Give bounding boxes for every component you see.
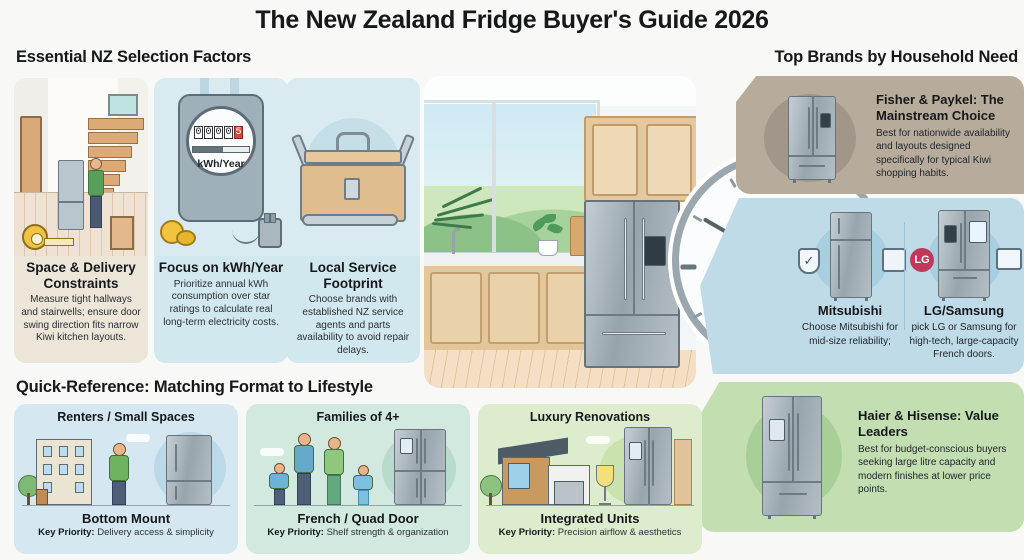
factor-card-space-delivery: Space & Delivery Constraints Measure tig…	[14, 78, 148, 363]
qr-key-label: Key Priority:	[38, 527, 95, 539]
factor-body: Choose brands with established NZ servic…	[296, 294, 410, 357]
shield-check-icon: ✓	[798, 248, 820, 274]
toolbox-illustration	[286, 78, 420, 256]
brand-panel-mitsubishi-lg-samsung: ✓ Mitsubishi Choose Mitsubishi for mid-s…	[700, 198, 1024, 374]
smart-french-door-fridge-icon	[938, 210, 990, 301]
section-heading-selection-factors: Essential NZ Selection Factors	[16, 48, 252, 66]
child-icon	[268, 463, 290, 505]
section-heading-top-brands: Top Brands by Household Need	[774, 48, 1019, 66]
lg-logo-icon: LG	[910, 248, 934, 272]
hallway-delivery-illustration	[14, 78, 148, 256]
apartment-building-icon	[36, 439, 92, 505]
smart-screen-icon	[996, 248, 1022, 270]
quick-reference-card-luxury: Luxury Renovations Integrated Units	[478, 404, 702, 554]
value-french-door-fridge-icon	[762, 396, 822, 519]
factor-body: Prioritize annual kWh consumption over s…	[163, 278, 279, 328]
qr-key-value: Delivery access & simplicity	[97, 527, 214, 539]
renter-person-icon	[106, 443, 132, 505]
qr-key-priority: Key Priority: Delivery access & simplici…	[14, 526, 238, 538]
fridge-icon	[58, 160, 84, 230]
brand-body: pick LG or Samsung for high-tech, large-…	[909, 322, 1019, 361]
mother-icon	[320, 437, 348, 505]
qr-key-label: Key Priority:	[498, 527, 556, 539]
family-illustration	[246, 426, 470, 512]
delivery-person-icon	[88, 158, 104, 230]
page-title: The New Zealand Fridge Buyer's Guide 202…	[255, 6, 769, 34]
nz-kitchen-illustration	[424, 76, 696, 388]
brand-title: LG/Samsung	[923, 303, 1005, 318]
qr-format: French / Quad Door	[297, 511, 419, 526]
tape-measure-icon	[22, 224, 74, 250]
factor-title: Space & Delivery Constraints	[26, 260, 136, 291]
spanner-icon	[302, 214, 398, 226]
qr-head: Renters / Small Spaces	[57, 410, 195, 424]
qr-key-value: Precision airflow & aesthetics	[557, 527, 682, 539]
brand-body: Choose Mitsubishi for mid-size reliabili…	[801, 322, 899, 347]
modern-house-icon	[498, 437, 590, 505]
quiet-operation-icon	[882, 248, 906, 272]
factor-title: Local Service Footprint	[309, 260, 397, 291]
brand-title: Mitsubishi	[817, 303, 883, 318]
brand-title: Fisher & Paykel: The Mainstream Choice	[876, 92, 1004, 123]
coins-icon	[160, 220, 196, 250]
section-heading-quick-reference: Quick-Reference: Matching Format to Life…	[16, 378, 373, 396]
qr-key-priority: Key Priority: Precision airflow & aesthe…	[478, 526, 702, 538]
quick-reference-card-renters: Renters / Small Spaces Botto	[14, 404, 238, 554]
brand-body: Best for nationwide availability and lay…	[876, 127, 1010, 179]
champagne-glass-icon	[596, 465, 614, 505]
bottom-mount-fridge-icon	[166, 435, 212, 505]
qr-head: Families of 4+	[316, 410, 400, 424]
potted-plant-icon	[530, 212, 564, 256]
qr-head: Luxury Renovations	[529, 410, 651, 424]
qr-key-value: Shelf strength & organization	[326, 527, 449, 539]
child-icon	[352, 465, 374, 505]
faucet-icon	[452, 228, 460, 254]
factor-title: Focus on kWh/Year	[158, 260, 284, 275]
power-plug-icon	[258, 213, 282, 248]
wood-panel-icon	[674, 439, 692, 505]
brand-panel-haier-hisense: Haier & Hisense: Value Leaders Best for …	[700, 382, 1024, 532]
apartment-renter-illustration	[14, 426, 238, 512]
brand-panel-fisher-paykel: Fisher & Paykel: The Mainstream Choice B…	[736, 76, 1024, 194]
brand-body: Best for budget-conscious buyers seeking…	[858, 443, 1007, 495]
quick-reference-card-families: Families of 4+	[246, 404, 470, 554]
qr-key-label: Key Priority:	[267, 527, 324, 539]
factor-body: Measure tight hallways and stairwells; e…	[21, 294, 141, 344]
modern-house-illustration	[478, 426, 702, 512]
kitchen-fridge-icon	[584, 200, 680, 368]
factor-card-local-service: Local Service Footprint Choose brands wi…	[286, 78, 420, 363]
qr-format: Integrated Units	[540, 511, 640, 526]
meter-unit-label: kWh/Year	[197, 158, 245, 170]
french-door-fridge-icon	[788, 96, 836, 183]
father-icon	[290, 433, 318, 505]
qr-format: Bottom Mount	[81, 511, 171, 526]
brand-title: Haier & Hisense: Value Leaders	[858, 408, 999, 439]
quad-door-fridge-icon	[394, 429, 446, 505]
top-mount-fridge-icon	[830, 212, 872, 301]
integrated-side-by-side-fridge-icon	[624, 427, 672, 506]
doorway-icon	[110, 216, 134, 250]
qr-key-priority: Key Priority: Shelf strength & organizat…	[246, 526, 470, 538]
